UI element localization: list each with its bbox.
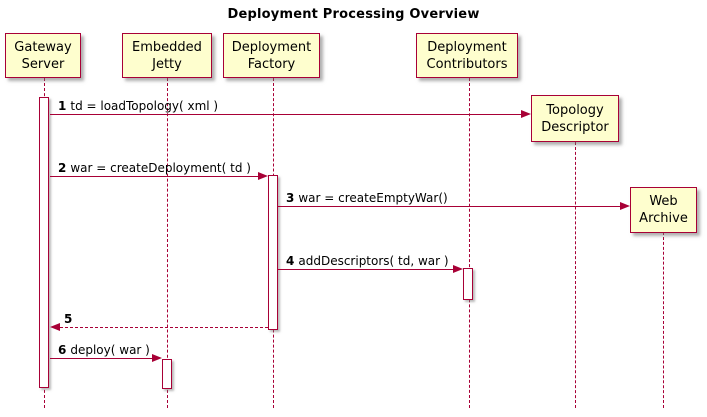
participant-topology-descriptor: Topology Descriptor (531, 95, 619, 142)
participant-label: Deployment (231, 39, 312, 55)
message-4-arrowhead-icon (453, 265, 463, 273)
message-text: war = createEmptyWar() (298, 191, 448, 205)
message-number: 5 (64, 312, 73, 326)
message-3-arrowhead-icon (620, 202, 630, 210)
message-1-line (50, 114, 521, 115)
participant-label: Deployment (427, 39, 507, 55)
message-text: war = createDeployment( td ) (70, 161, 251, 175)
message-number: 2 (58, 161, 67, 175)
message-2-arrowhead-icon (258, 172, 268, 180)
message-text: addDescriptors( td, war ) (298, 254, 449, 268)
lifeline-topology-descriptor (575, 142, 576, 408)
participant-label: Contributors (426, 56, 508, 72)
participant-deployment-contributors: Deployment Contributors (416, 33, 518, 78)
activation-deployment-factory (268, 175, 278, 330)
message-6-arrowhead-icon (152, 354, 162, 362)
lifeline-embedded-jetty (167, 78, 168, 408)
participant-deployment-factory: Deployment Factory (223, 33, 320, 78)
participant-label: Embedded (132, 39, 202, 55)
message-5-line (60, 327, 268, 328)
diagram-title: Deployment Processing Overview (227, 7, 480, 22)
activation-deployment-contributors (463, 268, 473, 300)
message-5-arrowhead-icon (50, 323, 60, 331)
message-number: 4 (286, 254, 295, 268)
activation-gateway-server (39, 97, 49, 388)
message-6-line (50, 358, 152, 359)
participant-label: Jetty (152, 56, 182, 72)
participant-web-archive: Web Archive (630, 187, 697, 233)
message-number: 3 (286, 191, 295, 205)
message-text: deploy( war ) (70, 343, 150, 357)
participant-label: Topology (546, 102, 604, 118)
participant-label: Server (21, 56, 65, 72)
participant-embedded-jetty: Embedded Jetty (122, 33, 212, 78)
message-5-label: 5 (64, 312, 76, 326)
participant-label: Archive (639, 211, 688, 226)
participant-gateway-server: Gateway Server (5, 33, 81, 78)
message-2-line (50, 176, 258, 177)
participant-label: Factory (247, 56, 296, 72)
lifeline-deployment-contributors (469, 78, 470, 408)
participant-label: Descriptor (541, 119, 609, 135)
message-4-line (278, 269, 453, 270)
message-number: 6 (58, 343, 67, 357)
participant-label: Web (649, 194, 678, 209)
participant-label: Gateway (14, 39, 72, 55)
message-text: td = loadTopology( xml ) (70, 99, 219, 113)
message-3-line (278, 206, 620, 207)
lifeline-web-archive (663, 232, 664, 408)
message-number: 1 (58, 99, 67, 113)
activation-embedded-jetty (162, 359, 172, 389)
message-1-arrowhead-icon (521, 110, 531, 118)
